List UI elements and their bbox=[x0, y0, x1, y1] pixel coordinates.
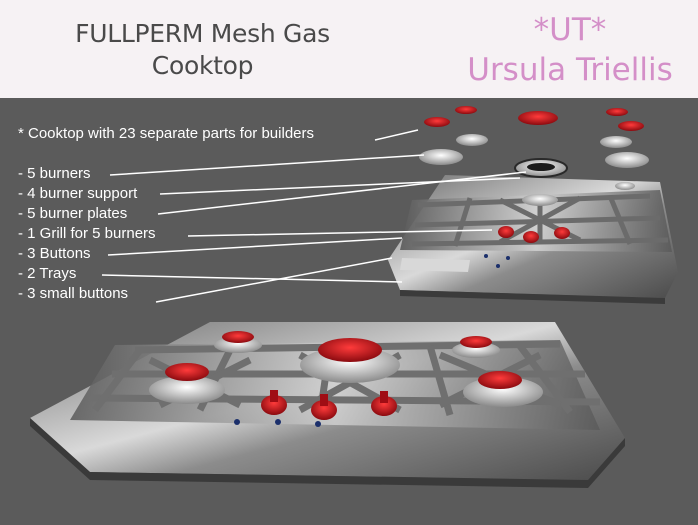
brand-logo: *UT* Ursula Triellis bbox=[440, 10, 698, 90]
burner bbox=[318, 338, 382, 362]
product-title: FULLPERM Mesh Gas Cooktop bbox=[40, 18, 365, 82]
assembled-cooktop bbox=[30, 322, 625, 488]
feature-item: - 2 Trays bbox=[18, 265, 77, 282]
burner-part bbox=[618, 121, 644, 131]
burner-part bbox=[455, 106, 477, 114]
burner-part bbox=[424, 117, 450, 127]
knob bbox=[311, 400, 337, 420]
title-line-1: FULLPERM Mesh Gas bbox=[75, 19, 330, 48]
tray-part bbox=[400, 258, 470, 272]
brand-line-2: Ursula Triellis bbox=[467, 52, 673, 88]
exploded-parts bbox=[419, 106, 649, 178]
burner-plate-part bbox=[419, 149, 463, 165]
callout-lines bbox=[101, 129, 527, 303]
small-button-part bbox=[496, 264, 500, 268]
feature-item: - 1 Grill for 5 burners bbox=[18, 225, 156, 242]
brand-line-1: *UT* bbox=[533, 12, 607, 48]
burner-plate-part bbox=[456, 134, 488, 146]
button-part bbox=[523, 231, 539, 243]
small-button bbox=[234, 419, 240, 425]
knob bbox=[261, 395, 287, 415]
feature-item: - 3 small buttons bbox=[18, 285, 129, 302]
feature-item: - 3 Buttons bbox=[18, 245, 91, 262]
control-knobs bbox=[261, 390, 397, 420]
title-line-2: Cooktop bbox=[151, 51, 254, 80]
burner bbox=[165, 363, 209, 381]
header-banner: FULLPERM Mesh Gas Cooktop *UT* Ursula Tr… bbox=[0, 0, 698, 98]
small-button bbox=[315, 421, 321, 427]
burner bbox=[222, 331, 254, 343]
feature-item: - 4 burner support bbox=[18, 185, 138, 202]
burner bbox=[478, 371, 522, 389]
burner-plate-part bbox=[600, 136, 632, 148]
feature-list: * Cooktop with 23 separate parts for bui… bbox=[18, 124, 314, 304]
feature-item: - 5 burner plates bbox=[18, 205, 128, 222]
burner-plate-part bbox=[605, 152, 649, 168]
feature-intro: * Cooktop with 23 separate parts for bui… bbox=[18, 125, 314, 142]
small-button bbox=[275, 419, 281, 425]
burner-part bbox=[606, 108, 628, 116]
knob bbox=[371, 396, 397, 416]
upper-cooktop bbox=[388, 175, 678, 304]
small-button-part bbox=[506, 256, 510, 260]
button-part bbox=[554, 227, 570, 239]
button-part bbox=[498, 226, 514, 238]
burner-part bbox=[518, 111, 558, 125]
small-button-part bbox=[484, 254, 488, 258]
feature-item: - 5 burners bbox=[18, 165, 91, 182]
burner bbox=[460, 336, 492, 348]
